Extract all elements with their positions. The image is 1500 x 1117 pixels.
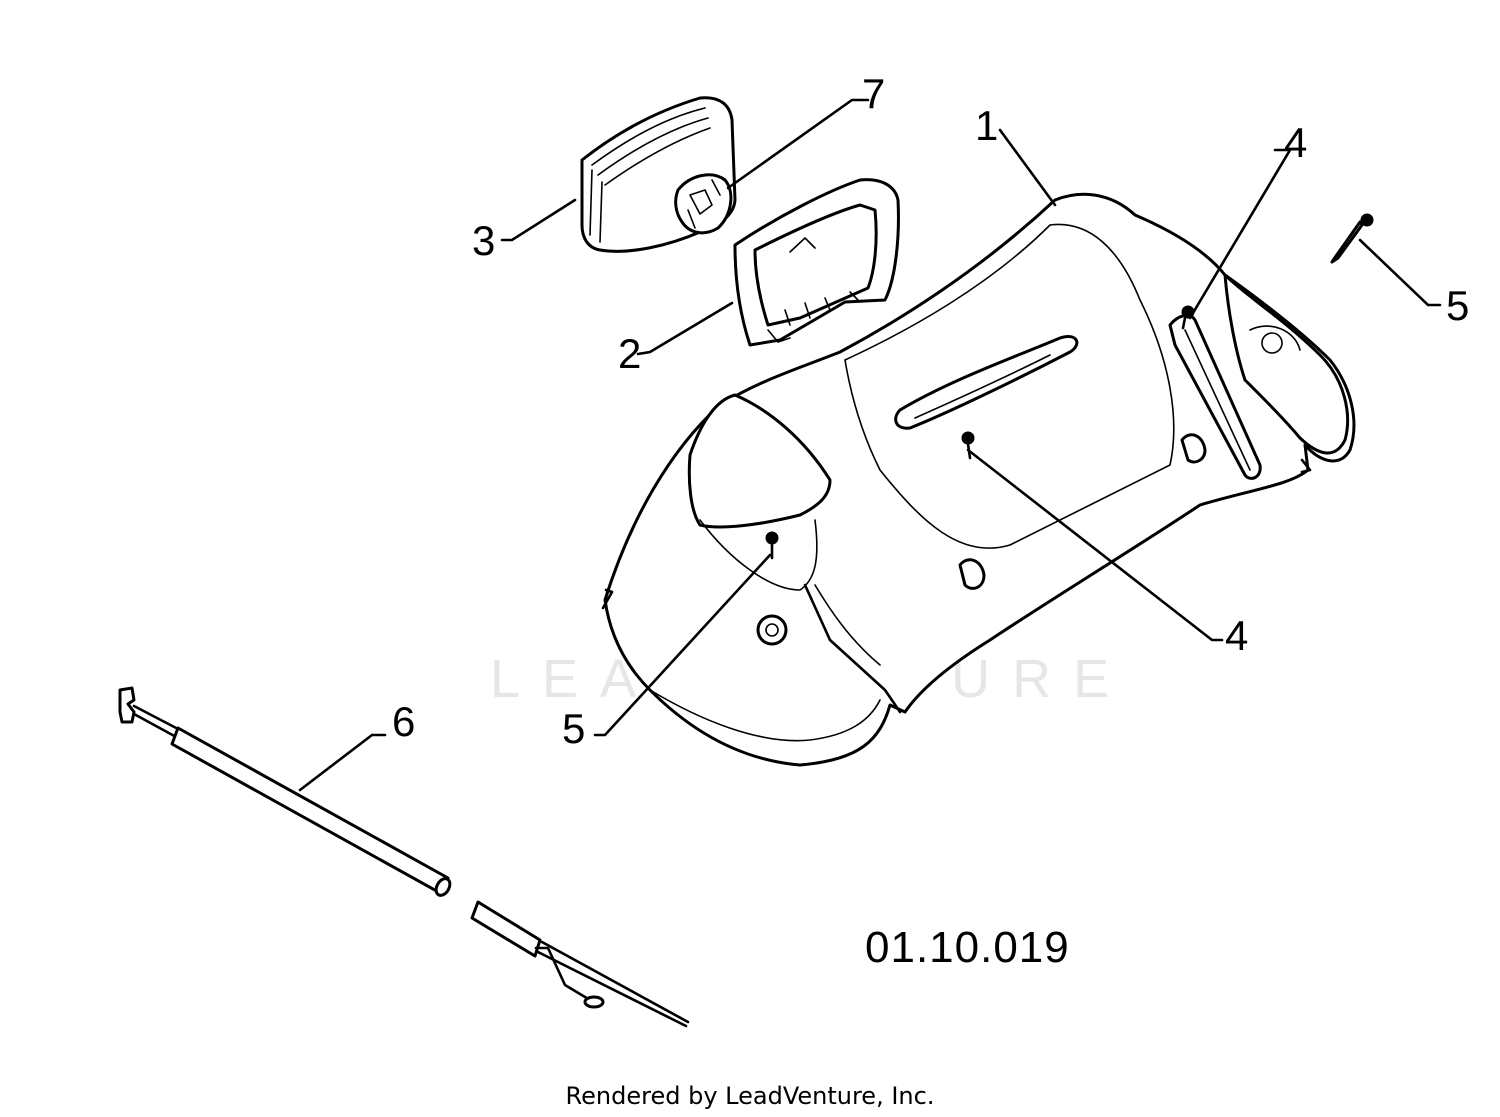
part-1-cover[interactable]	[601, 192, 1356, 767]
callout-2: 2	[618, 330, 641, 377]
footer-credit: Rendered by LeadVenture, Inc.	[566, 1082, 935, 1110]
callout-5-lower: 5	[562, 705, 585, 752]
part-4-screw-center[interactable]	[961, 431, 975, 460]
callout-6: 6	[392, 698, 415, 745]
callout-3: 3	[472, 217, 495, 264]
drawing-code: 01.10.019	[865, 923, 1070, 972]
part-6-cable[interactable]	[118, 686, 690, 1028]
callout-4-lower: 4	[1225, 612, 1248, 659]
part-5-bolt-center[interactable]	[765, 531, 779, 560]
part-2-frame[interactable]	[733, 178, 900, 347]
callout-4-upper: 4	[1284, 119, 1307, 166]
part-5-bolt-right[interactable]	[1330, 213, 1374, 264]
callout-5-right: 5	[1446, 282, 1469, 329]
callout-1: 1	[975, 102, 998, 149]
leader-lines	[298, 98, 1442, 792]
part-3-headlight[interactable]	[580, 96, 737, 253]
callout-7: 7	[862, 70, 885, 117]
